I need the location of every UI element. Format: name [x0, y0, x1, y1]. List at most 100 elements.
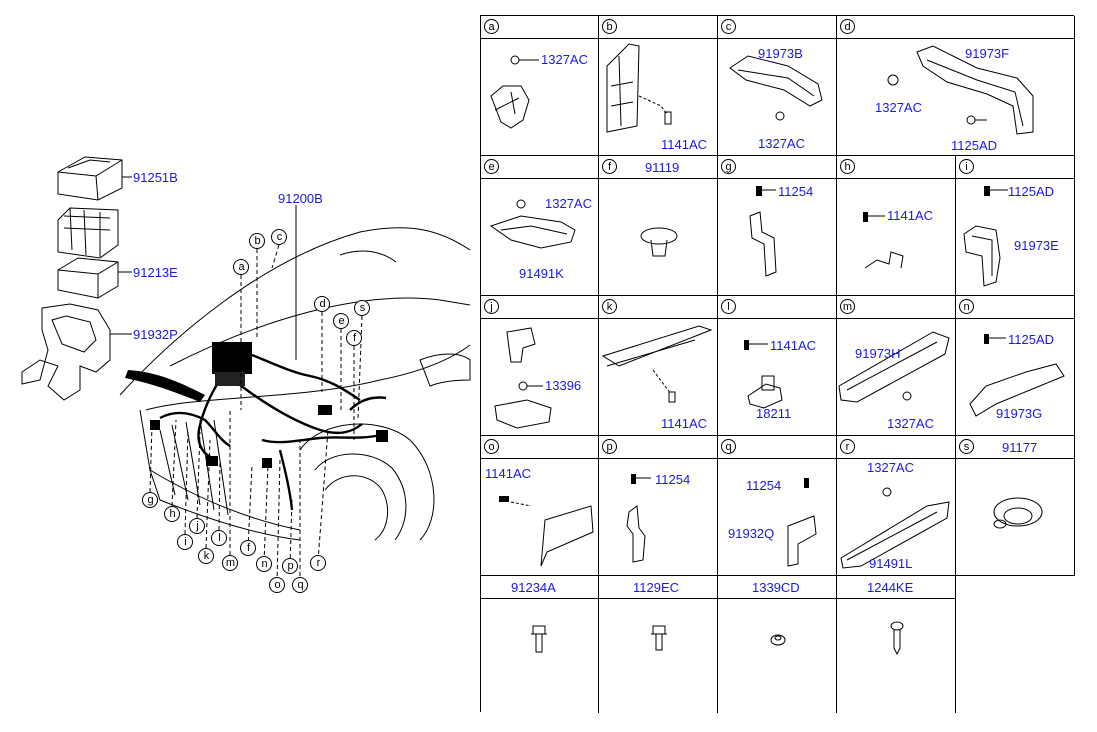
cell-s: s 91177 [956, 436, 1075, 576]
cell-s-header-code: 91177 [1002, 440, 1038, 455]
clip-bracket-a-drawing [490, 55, 539, 129]
cell-letter-c: c [721, 19, 736, 34]
rail-k-drawing [601, 325, 713, 403]
cell-q-label-1: 91932Q [728, 526, 775, 541]
cell-m-label-0: 91973H [855, 346, 901, 361]
callout-letter-d: d [319, 298, 326, 310]
callout-letter-m: m [225, 557, 236, 569]
cell-a: a 1327AC [481, 16, 599, 156]
cell-j: j 13396 [481, 296, 599, 436]
fuse-lower-case-drawing [57, 257, 119, 299]
cell-f: f 91119 [599, 156, 718, 296]
cell-r-label-0: 1327AC [867, 460, 914, 475]
cell-q: q 11254 91932Q [718, 436, 837, 576]
cell-n: n 1125AD 91973G [956, 296, 1075, 436]
bracket-g-drawing [749, 186, 777, 277]
callout-letter-e: e [338, 315, 345, 327]
bracket-h-drawing [863, 212, 904, 269]
grommet-s-drawing [993, 497, 1043, 529]
bolt-drawing [651, 625, 667, 651]
cell-b-label-0: 1141AC [661, 137, 708, 152]
cell-letter-b: b [602, 19, 617, 34]
callout-letter-a: a [238, 261, 245, 273]
cell-h-label-0: 1141AC [887, 208, 934, 223]
cell-e-label-0: 1327AC [545, 196, 592, 211]
cell-letter-s: s [959, 439, 974, 454]
part-code-main-harness: 91200B [278, 191, 323, 206]
part-code-fuse-cover: 91251B [133, 170, 178, 185]
fuse-block-drawing [57, 207, 119, 259]
callout-letter-n: n [261, 558, 268, 570]
callout-letter-q: q [297, 579, 304, 591]
cell-i-label-1: 91973E [1014, 238, 1059, 253]
pillar-panel-drawing [606, 43, 672, 133]
cell-letter-k: k [602, 299, 617, 314]
fuse-box-cover-drawing [57, 156, 123, 201]
callout-letter-l: l [218, 532, 221, 544]
callout-letter-s: s [359, 302, 366, 314]
protector-m-drawing [838, 331, 950, 403]
callout-letter-p: p [287, 560, 294, 572]
cell-bottom-0: 91234A [481, 576, 599, 713]
bottom-code-2: 1339CD [752, 580, 800, 595]
bracket-q-drawing [787, 478, 817, 567]
cell-n-label-0: 1125AD [1008, 332, 1055, 347]
wiring-harness-drawing [159, 353, 387, 511]
cell-f-header-code: 91119 [645, 160, 680, 175]
cell-e: e 1327AC 91491K [481, 156, 599, 296]
cell-c-label-1: 1327AC [758, 136, 805, 151]
cell-letter-q: q [721, 439, 736, 454]
protector-d-drawing [887, 45, 1034, 135]
cell-l-label-0: 1141AC [770, 338, 817, 353]
cell-letter-p: p [602, 439, 617, 454]
bracket-o-drawing [499, 496, 594, 567]
grommet-plug-drawing [640, 227, 678, 257]
part-code-fuse-lower-case: 91213E [133, 265, 178, 280]
cell-d-label-1: 1327AC [875, 100, 922, 115]
cell-letter-n: n [959, 299, 974, 314]
part-code-fuse-bracket: 91932P [133, 327, 178, 342]
callout-letter-f-lower: f [246, 542, 251, 554]
cell-o: o 1141AC [481, 436, 599, 576]
cell-m-label-1: 1327AC [887, 416, 934, 431]
cell-c-label-0: 91973B [758, 46, 803, 61]
cell-r: r 1327AC 91491L [837, 436, 956, 576]
cell-d: d 91973F 1327AC 1125AD [837, 16, 1075, 156]
bracket-p-drawing [626, 474, 651, 563]
screw-drawing [890, 621, 904, 656]
callout-letter-c: c [276, 231, 283, 243]
cell-letter-f: f [602, 159, 617, 174]
cell-letter-l: l [721, 299, 736, 314]
cell-e-label-1: 91491K [519, 266, 564, 281]
cell-c: c 91973B 1327AC [718, 16, 837, 156]
protector-e-drawing [489, 199, 576, 249]
cell-i-label-0: 1125AD [1008, 184, 1055, 199]
bottom-code-0: 91234A [511, 580, 556, 595]
cell-p-label-0: 11254 [655, 472, 691, 487]
protector-i-drawing [963, 186, 1008, 287]
cell-letter-g: g [721, 159, 736, 174]
sensor-j-drawing [494, 327, 552, 429]
cell-b: b 1141AC [599, 16, 718, 156]
cell-letter-a: a [484, 19, 499, 34]
cell-p: p 11254 [599, 436, 718, 576]
cell-k: k 1141AC [599, 296, 718, 436]
cell-l-label-1: 18211 [756, 406, 792, 421]
cell-n-label-1: 91973G [996, 406, 1043, 421]
fuse-bracket-drawing [21, 303, 111, 401]
cell-r-label-1: 91491L [869, 556, 913, 571]
cell-letter-j: j [484, 299, 499, 314]
cell-k-label-0: 1141AC [661, 416, 708, 431]
cell-letter-h: h [840, 159, 855, 174]
callout-letter-k: k [203, 550, 210, 562]
parts-grid: a 1327AC b 1141AC c 91973B 1327AC [480, 15, 1075, 713]
callout-letter-g: g [147, 494, 154, 506]
callout-letter-h: h [169, 508, 176, 520]
nut-drawing [770, 634, 786, 646]
cell-q-label-0: 11254 [746, 478, 782, 493]
cell-h: h 1141AC [837, 156, 956, 296]
cell-o-label-0: 1141AC [485, 466, 532, 481]
cell-letter-r: r [840, 439, 855, 454]
protector-r-drawing [840, 487, 950, 569]
cell-d-label-0: 91973F [965, 46, 1010, 61]
